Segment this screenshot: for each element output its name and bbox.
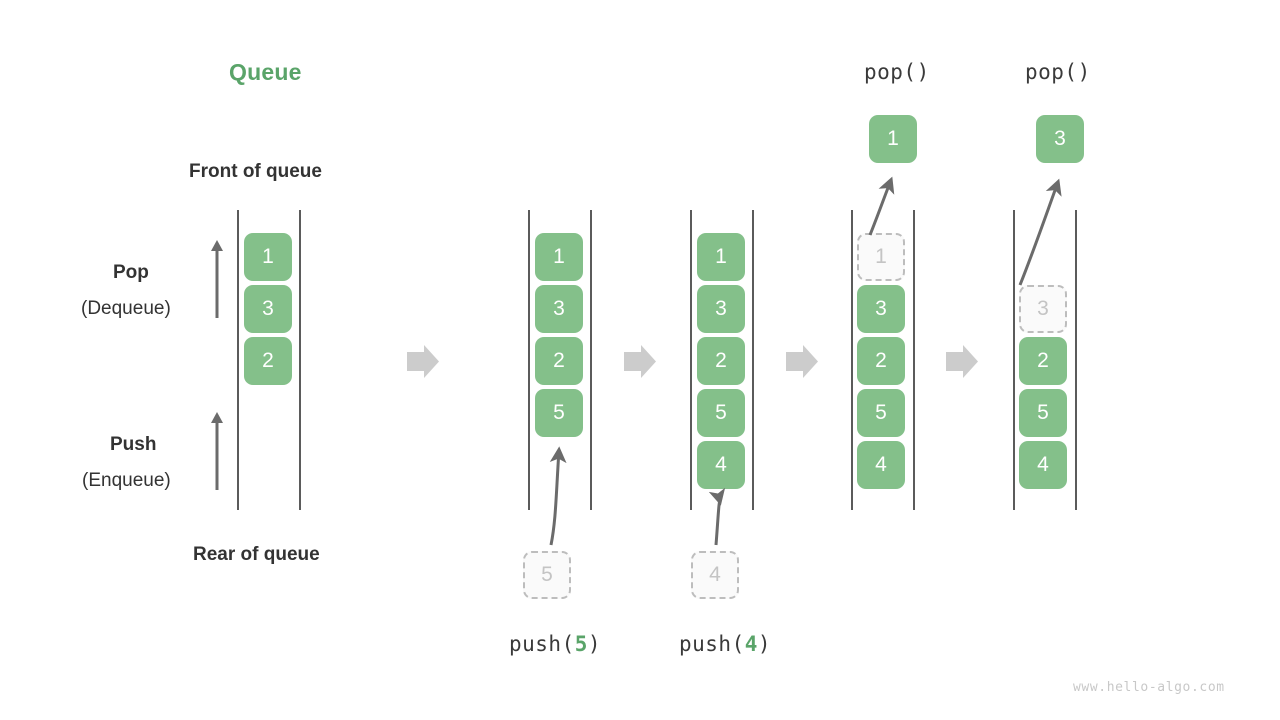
push-5-caption: push(5) bbox=[509, 634, 601, 655]
vacated-ghost-slot: 3 bbox=[1019, 285, 1067, 333]
popped-item: 3 bbox=[1036, 115, 1084, 163]
step-arrow-4 bbox=[946, 345, 978, 378]
pop-direction-arrow bbox=[210, 240, 224, 318]
queue-item: 3 bbox=[857, 285, 905, 333]
incoming-ghost-item: 4 bbox=[691, 551, 739, 599]
pop-2-motion-arrow bbox=[1018, 178, 1062, 286]
page-title: Queue bbox=[229, 59, 302, 85]
queue-item: 4 bbox=[697, 441, 745, 489]
rear-of-queue-label: Rear of queue bbox=[193, 544, 320, 565]
step-arrow-1 bbox=[407, 345, 439, 378]
queue-item: 5 bbox=[857, 389, 905, 437]
pop-1-caption: pop() bbox=[864, 60, 930, 84]
queue-rail-left-1 bbox=[237, 210, 239, 510]
push-5-prefix: push( bbox=[509, 632, 575, 656]
queue-rail-left-2 bbox=[528, 210, 530, 510]
queue-item: 5 bbox=[697, 389, 745, 437]
queue-item: 2 bbox=[1019, 337, 1067, 385]
queue-rail-right-2 bbox=[590, 210, 592, 510]
queue-rail-right-4 bbox=[913, 210, 915, 510]
pop-2-caption: pop() bbox=[1025, 60, 1091, 84]
front-of-queue-label: Front of queue bbox=[189, 161, 322, 182]
queue-item: 3 bbox=[244, 285, 292, 333]
queue-item: 2 bbox=[857, 337, 905, 385]
push-5-value: 5 bbox=[574, 632, 588, 656]
push-5-motion-arrow bbox=[549, 446, 567, 546]
queue-rail-right-5 bbox=[1075, 210, 1077, 510]
queue-rail-right-1 bbox=[299, 210, 301, 510]
push-4-motion-arrow bbox=[708, 487, 726, 546]
queue-rail-right-3 bbox=[752, 210, 754, 510]
queue-rail-left-4 bbox=[851, 210, 853, 510]
queue-item: 1 bbox=[697, 233, 745, 281]
queue-item: 1 bbox=[244, 233, 292, 281]
queue-item: 2 bbox=[244, 337, 292, 385]
push-direction-arrow bbox=[210, 412, 224, 490]
push-label: Push bbox=[110, 434, 157, 455]
queue-item: 2 bbox=[697, 337, 745, 385]
queue-item: 3 bbox=[697, 285, 745, 333]
step-arrow-2 bbox=[624, 345, 656, 378]
watermark: www.hello-algo.com bbox=[1073, 680, 1225, 695]
incoming-ghost-item: 5 bbox=[523, 551, 571, 599]
push-4-value: 4 bbox=[744, 632, 758, 656]
vacated-ghost-slot: 1 bbox=[857, 233, 905, 281]
pop-label: Pop bbox=[113, 262, 149, 283]
push-4-caption: push(4) bbox=[679, 634, 771, 655]
queue-item: 2 bbox=[535, 337, 583, 385]
queue-item: 4 bbox=[1019, 441, 1067, 489]
queue-item: 5 bbox=[1019, 389, 1067, 437]
queue-rail-left-5 bbox=[1013, 210, 1015, 510]
push-4-suffix: ) bbox=[757, 632, 772, 656]
push-4-prefix: push( bbox=[679, 632, 745, 656]
queue-item: 1 bbox=[535, 233, 583, 281]
queue-item: 5 bbox=[535, 389, 583, 437]
enqueue-label: (Enqueue) bbox=[82, 470, 171, 491]
pop-1-motion-arrow bbox=[868, 176, 895, 236]
popped-item: 1 bbox=[869, 115, 917, 163]
dequeue-label: (Dequeue) bbox=[81, 298, 171, 319]
queue-rail-left-3 bbox=[690, 210, 692, 510]
queue-item: 4 bbox=[857, 441, 905, 489]
step-arrow-3 bbox=[786, 345, 818, 378]
push-5-suffix: ) bbox=[587, 632, 602, 656]
queue-item: 3 bbox=[535, 285, 583, 333]
